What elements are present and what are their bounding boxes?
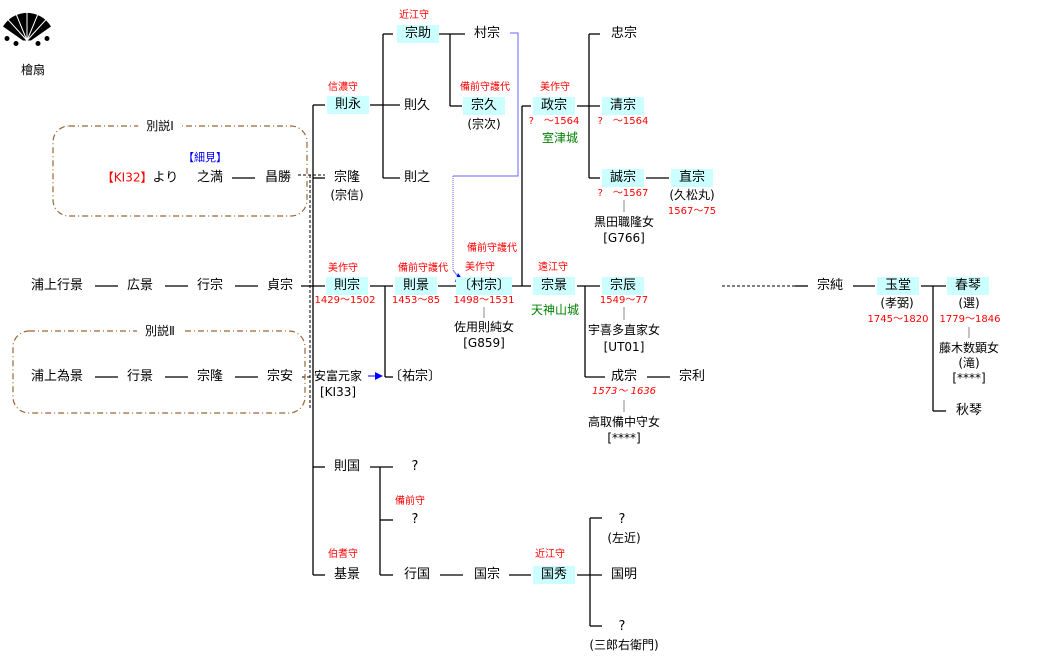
alias-label: (左近) xyxy=(607,531,641,545)
ref-label: [****] xyxy=(952,371,986,385)
person-norikage: 則景 xyxy=(394,277,438,295)
alias-label: (三郎右衛門) xyxy=(589,638,659,652)
castle-label: 室津城 xyxy=(541,131,579,145)
title-label: 美作守 xyxy=(540,82,570,93)
years-label: 1498〜1531 xyxy=(453,295,515,306)
person-sadamune: 貞宗 xyxy=(266,278,294,293)
person-masakatsu: 昌勝 xyxy=(264,170,292,185)
person-urakami-tamekage: 浦上為景 xyxy=(30,369,84,384)
person-naomune: 直宗 xyxy=(670,169,714,187)
alias-label: (選) xyxy=(958,296,980,310)
person-nobumune: 誠宗 xyxy=(601,169,645,187)
person-yasutomi-motoie: 安富元家 xyxy=(313,369,363,383)
person-kuniaki: 国明 xyxy=(610,567,638,582)
ref-label: [****] xyxy=(607,431,641,445)
alias-label: (孝弼) xyxy=(880,296,914,310)
person-narimune: 成宗 xyxy=(610,369,638,384)
person-muramune: 〔村宗〕 xyxy=(455,277,513,295)
person-gyokudo: 玉堂 xyxy=(876,277,920,295)
person-yukimune: 行宗 xyxy=(196,278,224,293)
title-label: 備前守護代 xyxy=(398,263,448,274)
person-munekage: 宗景 xyxy=(532,277,576,295)
alias-label: (宗次) xyxy=(467,117,501,131)
person-unknown: ? xyxy=(618,512,626,527)
years-label: 1549〜77 xyxy=(599,295,649,306)
ref-label: [UT01] xyxy=(603,340,645,354)
person-kunihide: 国秀 xyxy=(532,566,576,584)
person-muneyasu: 宗安 xyxy=(266,369,294,384)
title-label: 備前守護代 xyxy=(460,82,510,93)
castle-label: 天神山城 xyxy=(530,303,580,317)
alias-label: (宗信) xyxy=(330,188,364,202)
alt-theory-1-title: 別説Ⅰ xyxy=(138,118,182,134)
person-munehisa: 宗久 xyxy=(462,97,506,115)
person-hirokage: 広景 xyxy=(126,278,154,293)
title-label: 美作守 xyxy=(328,263,358,274)
title-label: 伯耆守 xyxy=(328,549,358,560)
alias-label: (久松丸) xyxy=(669,188,715,202)
person-munetoshi: 宗利 xyxy=(678,369,706,384)
years-label: ? 〜1564 xyxy=(528,116,580,127)
title-label: 信濃守 xyxy=(328,82,358,93)
spouse-label: 高取備中守女 xyxy=(587,415,661,429)
person-shukin: 秋琴 xyxy=(955,403,983,418)
person-unknown: ? xyxy=(411,512,419,527)
person-urakami-yukikage: 浦上行景 xyxy=(30,278,84,293)
hiougi-fan-crest-icon xyxy=(1,5,53,52)
ref-label: [G859] xyxy=(463,336,505,350)
alt-theory-2-title: 別説Ⅱ xyxy=(137,323,183,339)
from-note: 【KI32】より xyxy=(102,170,178,187)
person-yukikage: 行景 xyxy=(126,369,154,384)
title-label: 遠江守 xyxy=(538,262,568,273)
ref-label: [KI33] xyxy=(319,385,357,399)
source-code: 【KI32】 xyxy=(101,170,153,185)
person-shunkin: 春琴 xyxy=(946,277,990,295)
person-munetaka-alt: 宗隆 xyxy=(196,369,224,384)
person-munetaka: 宗隆 xyxy=(333,170,361,185)
years-label: ? 〜1567 xyxy=(597,188,649,199)
title-label: 美作守 xyxy=(465,262,495,273)
person-norinaga: 則永 xyxy=(326,96,370,114)
years-label: ? 〜1564 xyxy=(597,116,649,127)
spouse-label: 黒田職隆女 xyxy=(593,215,655,229)
years-label: 1453〜85 xyxy=(391,295,441,306)
title-label: 近江守 xyxy=(535,549,565,560)
crest-label: 檜扇 xyxy=(20,63,46,77)
title-label: 備前守 xyxy=(395,496,425,507)
person-munezumi: 宗純 xyxy=(816,278,844,293)
from-suffix: より xyxy=(152,170,179,186)
person-muramune-top: 村宗 xyxy=(473,26,501,41)
spouse-label: 藤木数顕女 xyxy=(938,341,1000,355)
ref-label: [G766] xyxy=(603,231,645,245)
person-sukemune: 〔祐宗〕 xyxy=(388,369,442,384)
person-munetoki: 宗辰 xyxy=(601,277,645,295)
years-label: 1745〜1820 xyxy=(867,314,929,325)
person-noriyuki: 則之 xyxy=(403,170,431,185)
person-yukikuni: 行国 xyxy=(403,567,431,582)
person-unknown: ? xyxy=(411,459,419,474)
person-motokage: 基景 xyxy=(333,567,361,582)
person-masamune: 政宗 xyxy=(532,97,576,115)
person-kiyomune: 清宗 xyxy=(601,97,645,115)
person-norihisa: 則久 xyxy=(403,98,431,113)
person-norikuni: 則国 xyxy=(333,459,361,474)
years-label: 1567〜75 xyxy=(667,206,717,217)
years-label: 1779〜1846 xyxy=(939,314,1001,325)
title-label: 備前守護代 xyxy=(467,243,517,254)
person-yukimitsu: 之満 xyxy=(196,170,224,185)
person-tadamune: 忠宗 xyxy=(610,26,638,41)
years-label: 1429〜1502 xyxy=(314,295,376,306)
person-norimune: 則宗 xyxy=(325,277,369,295)
spouse-label: 佐用則純女 xyxy=(453,320,515,334)
years-label: 1573〜 1636 xyxy=(591,386,657,397)
person-kunimune: 国宗 xyxy=(473,567,501,582)
alias-label: (滝) xyxy=(958,356,980,370)
title-label: 近江守 xyxy=(399,10,429,21)
person-munesuke: 宗助 xyxy=(396,25,440,43)
spouse-label: 宇喜多直家女 xyxy=(587,323,661,337)
person-unknown: ? xyxy=(618,619,626,634)
source-ref: 【細見】 xyxy=(183,151,227,164)
